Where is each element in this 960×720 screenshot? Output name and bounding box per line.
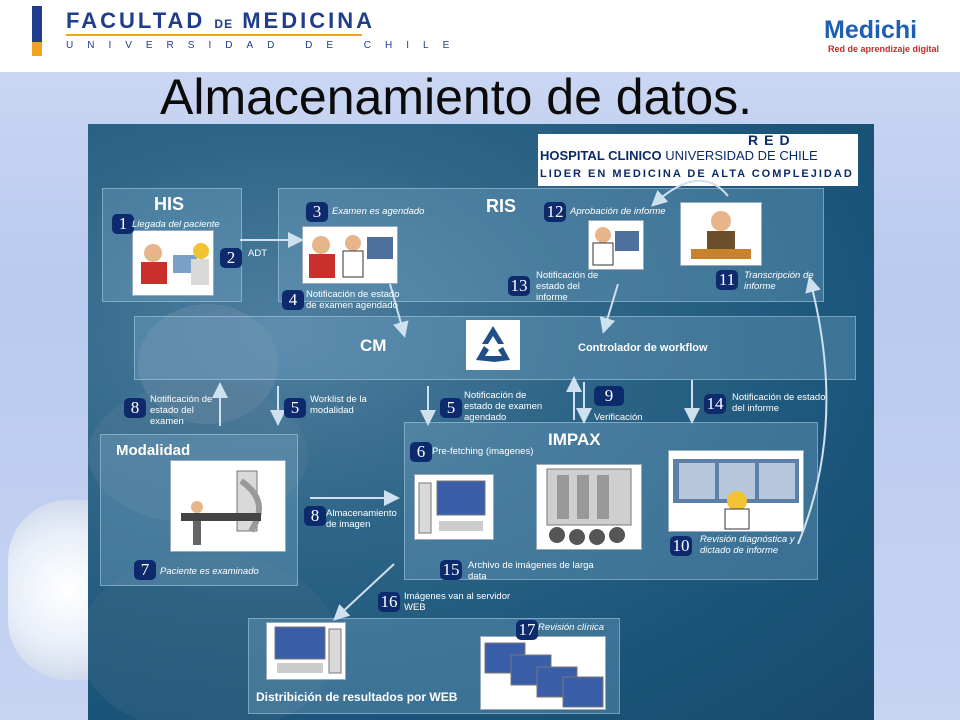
faculty-word-medicina: MEDICINA [242, 8, 375, 33]
exam-scheduling-illustration [302, 226, 398, 284]
faculty-word-facultad: FACULTAD [66, 8, 206, 33]
report-approval-illustration [588, 220, 644, 270]
slide-header: FACULTAD DE MEDICINA UNIVERSIDAD DE CHIL… [0, 0, 960, 72]
step-label-12: Aprobación de informe [570, 206, 666, 217]
step-label-5b: Notificación de estado de examen agendad… [464, 390, 543, 423]
step-badge-5a: 5 [284, 398, 306, 418]
step-label-1: Llegada del paciente [132, 219, 220, 230]
web-server-illustration [266, 622, 346, 680]
step-label-10: Revisión diagnóstica y dictado de inform… [700, 534, 795, 556]
modality-scanner-illustration [170, 460, 286, 552]
step-label-6: Pre-fetching (imagenes) [432, 446, 534, 457]
his-title: HIS [154, 194, 185, 214]
step-badge-8a: 8 [124, 398, 146, 418]
arrow-review-to-transcription [797, 276, 828, 545]
ris-title: RIS [486, 196, 517, 216]
step-label-2: ADT [248, 248, 267, 259]
step-badge-8b: 8 [304, 506, 326, 526]
slide-title: Almacenamiento de datos. [160, 69, 753, 125]
hospital-banner [538, 134, 858, 186]
step-badge-17: 17 [516, 620, 538, 640]
patient-arrival-illustration [132, 230, 214, 296]
workflow-diagram: RED HOSPITAL CLINICO UNIVERSIDAD DE CHIL… [88, 124, 874, 720]
hospital-banner-slogan: LIDER EN MEDICINA DE ALTA COMPLEJIDAD [540, 168, 854, 180]
hospital-banner-name-bold: HOSPITAL CLINICO [540, 148, 662, 163]
hospital-banner-name-rest: UNIVERSIDAD DE CHILE [665, 148, 818, 163]
faculty-name: FACULTAD DE MEDICINA [66, 8, 375, 34]
faculty-rule [66, 34, 362, 36]
arrow-approval-to-cm [599, 283, 619, 334]
step-badge-11: 11 [716, 270, 738, 290]
hospital-banner-red: RED [748, 132, 796, 148]
hospital-banner-name: HOSPITAL CLINICO UNIVERSIDAD DE CHILE [540, 148, 818, 163]
step-badge-15: 15 [440, 560, 462, 580]
step-badge-4: 4 [282, 290, 304, 310]
medichi-tagline: Red de aprendizaje digital [828, 44, 940, 54]
recycle-icon [466, 320, 520, 370]
step-badge-9: 9 [594, 386, 624, 406]
workflow-controller-label: Controlador de workflow [578, 342, 708, 354]
step-badge-3: 3 [306, 202, 328, 222]
step-label-4: Notificación de estado de examen agendad… [306, 289, 400, 311]
step-badge-10: 10 [670, 536, 692, 556]
modality-title: Modalidad [116, 442, 191, 459]
arrow-impax-to-web [333, 563, 395, 621]
transcription-illustration [680, 202, 762, 266]
image-archive-illustration [536, 464, 642, 550]
faculty-word-de: DE [214, 17, 234, 31]
step-label-8b: Almacenamiento de imagen [326, 508, 397, 530]
step-badge-16: 16 [378, 592, 400, 612]
step-badge-6: 6 [410, 442, 432, 462]
step-label-17: Revisión clínica [538, 622, 604, 633]
impax-title: IMPAX [548, 430, 601, 449]
step-badge-12: 12 [544, 202, 566, 222]
step-badge-2: 2 [220, 248, 242, 268]
web-distribution-title: Distribición de resultados por WEB [256, 690, 458, 704]
step-badge-7: 7 [134, 560, 156, 580]
prefetch-workstation-illustration [414, 474, 494, 540]
arrow-transcription-loop [651, 179, 729, 207]
university-name: UNIVERSIDAD DE CHILE [66, 40, 464, 51]
step-label-3: Examen es agendado [332, 206, 425, 217]
step-label-11: Transcripción de informe [744, 270, 814, 292]
step-label-9: Verificación [594, 412, 643, 423]
step-badge-1: 1 [112, 214, 134, 234]
workflow-arrows [212, 179, 828, 621]
step-label-16: Imágenes van al servidor WEB [404, 591, 511, 613]
step-label-14: Notificación de estado del informe [732, 392, 826, 414]
arrow-ris-to-cm [389, 283, 409, 338]
step-label-13: Notificación de estado del informe [536, 270, 599, 303]
step-badge-13: 13 [508, 276, 530, 296]
step-label-5a: Worklist de la modalidad [310, 394, 367, 416]
step-label-15: Archivo de imágenes de larga data [468, 560, 594, 582]
step-label-7: Paciente es examinado [160, 566, 259, 577]
clinical-review-workstations-illustration [480, 636, 606, 710]
faculty-logo-mark [32, 6, 42, 56]
step-badge-14: 14 [704, 394, 726, 414]
cm-title: CM [360, 336, 387, 355]
diagnostic-review-illustration [668, 450, 804, 532]
medichi-logo: Medichi [824, 16, 918, 44]
step-label-8a: Notificación de estado del examen [150, 394, 213, 427]
step-badge-5b: 5 [440, 398, 462, 418]
